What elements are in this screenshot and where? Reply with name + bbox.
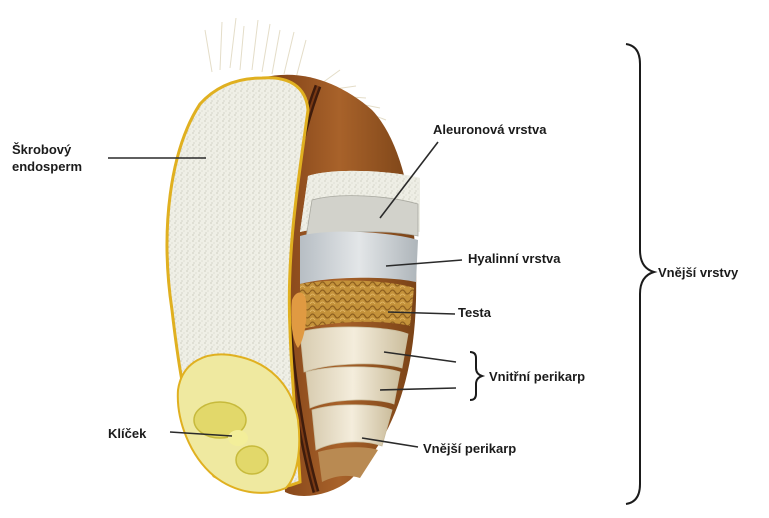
- label-endosperm: Škrobový endosperm: [12, 141, 112, 175]
- outer-layers-brace: [626, 44, 654, 504]
- label-vnejsi-vrstvy: Vnější vrstvy: [658, 264, 738, 281]
- label-aleuron: Aleuronová vrstva: [433, 121, 546, 138]
- inner-pericarp-bracket: [470, 352, 482, 400]
- label-vnejsi-perikarp: Vnější perikarp: [423, 440, 516, 457]
- label-hyalin: Hyalinní vrstva: [468, 250, 561, 267]
- label-testa: Testa: [458, 304, 491, 321]
- label-klicek: Klíček: [108, 425, 146, 442]
- label-vnitrni-perikarp: Vnitřní perikarp: [489, 368, 585, 385]
